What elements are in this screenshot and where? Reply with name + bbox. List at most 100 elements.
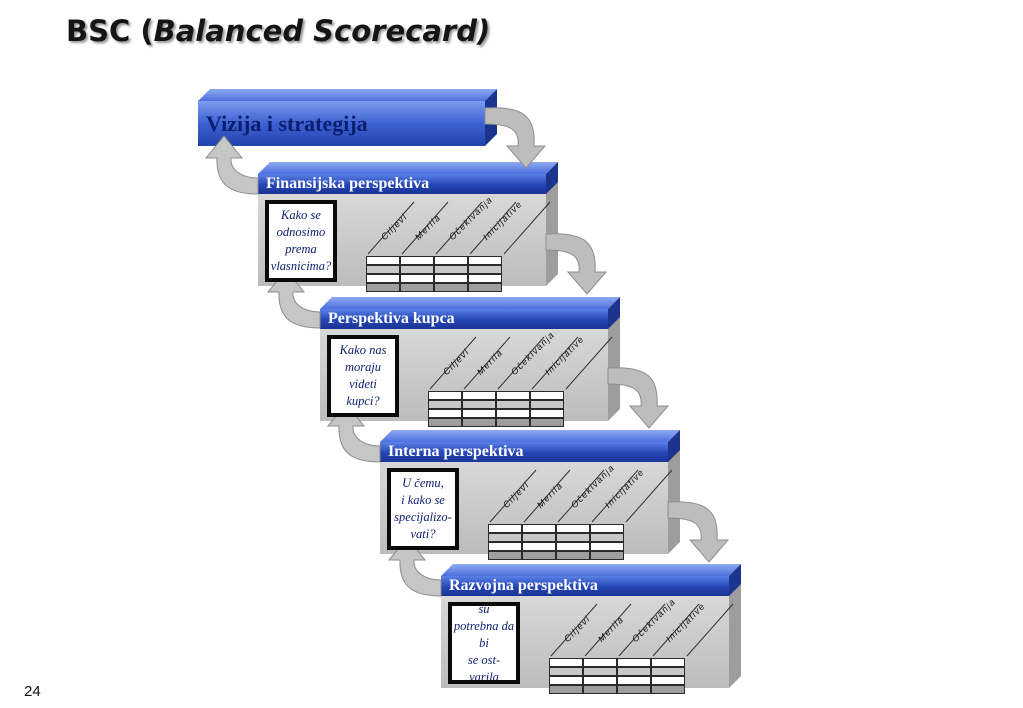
grid-cell [590, 542, 624, 551]
grid-cell [400, 283, 434, 292]
perspective-question: Kako nas moraju videti kupci? [327, 335, 399, 417]
grid-cell [590, 524, 624, 533]
question-line: U čemu, [402, 476, 444, 490]
grid-cell [583, 667, 617, 676]
grid-cell [428, 418, 462, 427]
grid-cell [428, 391, 462, 400]
grid-cell [468, 256, 502, 265]
scorecard-grid [366, 256, 502, 292]
grid-cell [522, 524, 556, 533]
grid-cell [462, 391, 496, 400]
grid-cell [496, 400, 530, 409]
vision-box [198, 89, 497, 146]
grid-cell [549, 676, 583, 685]
slide-title-italic: Balanced Scorecard) [153, 14, 491, 48]
grid-cell [556, 524, 590, 533]
perspective-title: Finansijska perspektiva [266, 175, 430, 192]
box-title-bar [320, 309, 608, 329]
box-top-face [258, 162, 558, 174]
grid-cell [617, 658, 651, 667]
grid-cell [583, 676, 617, 685]
page-number: 24 [24, 683, 41, 700]
down-arrow-icon [667, 501, 730, 563]
grid-cell [428, 400, 462, 409]
grid-cell [400, 256, 434, 265]
vision-label: Vizija i strategija [206, 111, 368, 136]
grid-cell [651, 658, 685, 667]
grid-cell [434, 256, 468, 265]
up-arrow-icon [326, 403, 381, 463]
grid-cell [590, 551, 624, 560]
box-side-face [608, 297, 620, 421]
box-side-bar [608, 297, 620, 329]
perspective-title: Interna perspektiva [388, 443, 524, 460]
perspective-title: Perspektiva kupca [328, 310, 455, 327]
grid-cell [434, 283, 468, 292]
grid-cell [434, 274, 468, 283]
question-line: prema [285, 242, 317, 256]
box-side-bar [729, 564, 741, 596]
perspective-title: Razvojna perspektiva [449, 577, 598, 594]
box-top-face [380, 430, 680, 442]
box-side-face [668, 430, 680, 554]
question-line: Kako nas [339, 343, 387, 357]
question-line: vati? [410, 527, 436, 541]
slide-title-prefix: BSC ( [66, 14, 154, 48]
scorecard-grid [488, 524, 624, 560]
grid-cell [488, 533, 522, 542]
down-arrow-icon [545, 233, 608, 295]
column-label: Merila [534, 480, 565, 510]
grid-cell [496, 418, 530, 427]
down-arrow-icon [607, 367, 670, 429]
grid-cell [366, 265, 400, 274]
box-side-face [546, 162, 558, 286]
box-title-bar [441, 576, 729, 596]
grid-cell [366, 274, 400, 283]
grid-cell [488, 524, 522, 533]
box-top-face [320, 297, 620, 309]
box-top-face [441, 564, 741, 576]
question-line: vlasnicima? [270, 259, 332, 273]
grid-cell [488, 551, 522, 560]
question-line: Kako se [281, 208, 321, 222]
question-line: se ost- varila [467, 652, 501, 684]
grid-cell [590, 533, 624, 542]
grid-cell [556, 542, 590, 551]
grid-cell [522, 542, 556, 551]
grid-cell [549, 667, 583, 676]
grid-cell [583, 685, 617, 694]
grid-cell [530, 409, 564, 418]
up-arrow-icon [387, 537, 442, 597]
grid-cell [496, 391, 530, 400]
grid-cell [366, 256, 400, 265]
grid-cell [428, 409, 462, 418]
box-title-bar [258, 174, 546, 194]
box-side-face [729, 564, 741, 688]
question-line: Koja znanja su [478, 602, 490, 616]
grid-cell [468, 265, 502, 274]
grid-cell [400, 265, 434, 274]
grid-cell [549, 658, 583, 667]
perspective-box: Razvojna perspektivaKoja znanja su potreb… [441, 576, 729, 702]
grid-cell [530, 391, 564, 400]
column-label: Merila [412, 212, 443, 242]
question-line: videti kupci? [346, 377, 380, 408]
grid-cell [651, 676, 685, 685]
down-arrow-icon [484, 107, 547, 169]
question-line: odnosimo [276, 225, 326, 239]
box-side-bar [668, 430, 680, 462]
question-line: potrebna da bi [453, 618, 515, 650]
grid-cell [530, 418, 564, 427]
question-line: moraju [344, 360, 382, 374]
perspective-question: Kako se odnosimo prema vlasnicima? [265, 200, 337, 282]
question-line: i kako se [401, 493, 445, 507]
grid-cell [617, 667, 651, 676]
up-arrow-icon [266, 269, 321, 329]
column-label: Ciljevi [440, 346, 472, 377]
grid-cell [651, 685, 685, 694]
grid-cell [549, 685, 583, 694]
